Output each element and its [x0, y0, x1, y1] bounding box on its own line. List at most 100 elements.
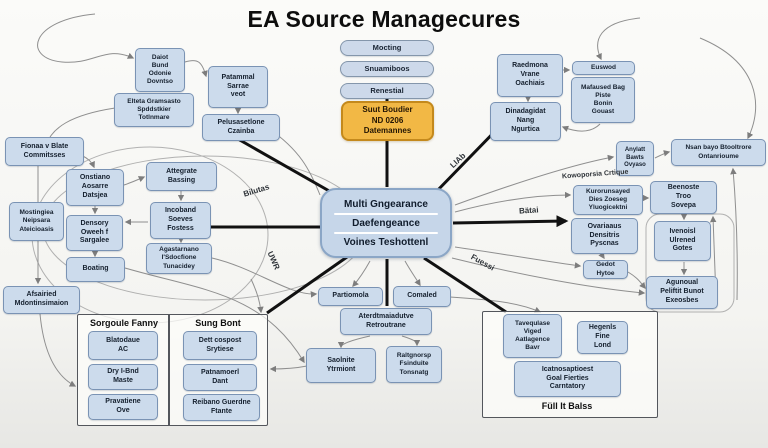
node-euswod: Euswod	[572, 61, 635, 75]
node-mafaused-line: Gouast	[591, 108, 615, 116]
node-tavequlase-line: Viged	[523, 327, 542, 335]
node-beenoste-line: Troo	[675, 193, 692, 201]
pill-snuamiboos: Snuamiboos	[340, 61, 434, 77]
node-pelusasetlone-line: Czainba	[227, 127, 255, 135]
node-mafaused-line: Piste	[595, 91, 611, 99]
node-hegenls-line: Fine	[595, 333, 610, 341]
node-central-line: Multi Gngearance	[344, 198, 428, 210]
node-icatnosaptioest-line: Carntatory	[549, 383, 586, 391]
node-kurorunsayed-line: Yluogicektni	[588, 204, 628, 212]
node-dett-cospost-line: Srytiese	[206, 345, 234, 353]
node-saolnite-line: Ytrmiont	[326, 365, 356, 373]
pill-mocting: Mocting	[340, 40, 434, 56]
central-node-separator	[333, 212, 439, 215]
pill-renestial: Renestial	[340, 83, 434, 99]
node-reibano-line: Reibano Guerdne	[192, 398, 251, 406]
node-incoband-line: Soeves	[168, 216, 193, 224]
node-ovariaaus-line: Pyscnas	[590, 240, 619, 248]
heading-full-it-balss-line: Füll It Balss	[541, 400, 593, 411]
edge-label-bata: Bätai	[519, 205, 539, 215]
node-agastarnano-line: I'Sdocfione	[161, 254, 197, 262]
node-reibano-line: Ftante	[211, 407, 232, 415]
node-tavequlase-line: Bavr	[525, 344, 540, 352]
node-incoband-line: Fostess	[167, 224, 194, 232]
heading-sorgoule-fanny: Sorgoule Fanny	[84, 317, 164, 330]
edge-label-uwr: UWR	[266, 250, 282, 271]
node-mafaused-line: Bonin	[593, 100, 613, 107]
node-nsan-bayo-line: Ontanrioume	[698, 152, 739, 160]
heading-sung-bont-line: Sung Bont	[195, 317, 241, 328]
node-ivenoisl-line: Ulrened	[669, 236, 696, 244]
node-dinadagidat-line: Nang	[516, 117, 535, 125]
heading-sorgoule-fanny-line: Sorgoule Fanny	[89, 317, 158, 328]
node-dett-cospost-line: Dett cospost	[198, 336, 242, 344]
node-kurorunsayed-line: Kurorunsayed	[585, 187, 631, 195]
node-patnamoerl-line: Dant	[212, 377, 228, 385]
node-dry-ibnd-line: Maste	[113, 377, 133, 384]
node-agunoual-line: Exeosbes	[665, 296, 699, 304]
node-comaled: Comaled	[393, 286, 451, 307]
pill-renestial-line: Renestial	[370, 85, 404, 95]
node-attegrate-line: Bassing	[167, 176, 196, 184]
page-title: EA Source Managecures	[247, 6, 521, 32]
node-daiot-line: Bund	[151, 61, 169, 69]
node-anylatt-line: Bawts	[626, 154, 644, 161]
node-afsairied-line: Mdontinsimaion	[14, 300, 69, 307]
node-dry-ibnd-line: Dry I-Bnd	[107, 368, 139, 376]
node-ovariaaus-line: Ovariaaus	[587, 222, 622, 230]
node-partiomola-line: Partiomola	[332, 292, 369, 300]
edge-label-kowoporsia-line: Kowoporsia Crtique	[561, 168, 629, 181]
node-agastarnano-line: Agastarnano	[159, 246, 199, 254]
node-densory-line: Sargalee	[79, 237, 110, 245]
node-patnamoerl-line: Patnamoerl	[200, 368, 240, 376]
node-icatnosaptioest-line: Goal Fierties	[546, 374, 589, 382]
node-attegrate-line: Attegrate	[166, 167, 197, 175]
node-elteta-line: Totlnmare	[138, 114, 170, 122]
node-mostingiea-line: Neipsara	[22, 217, 51, 225]
node-ovariaaus-line: Densitris	[589, 231, 620, 239]
node-agastarnano-line: Tunacidey	[163, 262, 195, 270]
node-raltgnorsp-line: Raltgnorsp	[396, 352, 432, 360]
node-anylatt-line: Anylatt	[624, 147, 646, 154]
node-daiot-line: Daiot	[151, 53, 169, 61]
node-agunoual-line: Agunoual	[665, 279, 699, 287]
node-onstiano-line: Datsjea	[82, 191, 108, 199]
node-tavequlase-line: Tavequlase	[515, 319, 550, 327]
edge-label-liab-line: LIAb	[448, 151, 468, 170]
node-hegenls-line: Hegenls	[588, 324, 617, 332]
node-central-line: Daefengeance	[352, 217, 420, 229]
heading-full-it-balss: Füll It Balss	[527, 400, 607, 413]
node-elteta-line: Elteta Gramsasto	[127, 97, 181, 105]
node-incoband-line: Incoband	[164, 207, 197, 215]
node-blatodaue-line: AC	[117, 345, 129, 353]
node-nsan-bayo-line: Nsan bayo Btooltrore	[685, 144, 752, 152]
node-gedot-line: Gedot	[596, 261, 615, 269]
node-patammal-line: veot	[230, 91, 246, 99]
node-boating-line: Boating	[82, 265, 109, 273]
edge-label-bilutas: Bilutas	[242, 182, 270, 198]
node-raltgnorsp-line: Fsinduite	[399, 360, 429, 368]
